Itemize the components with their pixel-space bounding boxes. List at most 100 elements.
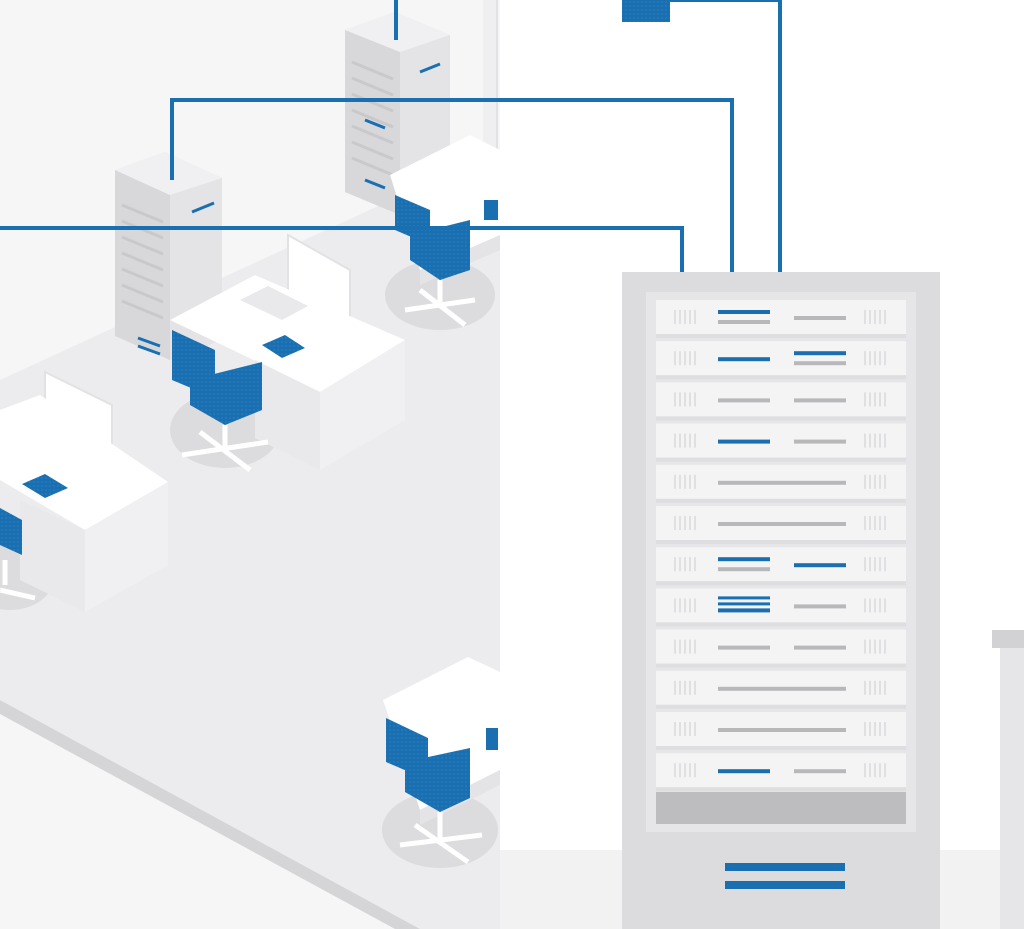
rack-unit-shadow — [656, 540, 906, 544]
rack-vent — [694, 433, 696, 448]
rack-led-bar — [794, 563, 846, 568]
rack-vent — [869, 763, 871, 778]
rack-vent — [864, 763, 866, 778]
rack-vent — [689, 639, 691, 654]
rack-vent — [674, 680, 676, 695]
rack-vent — [689, 433, 691, 448]
rack-vent — [684, 433, 686, 448]
rack-blank-panel — [656, 792, 906, 824]
rack-vent — [674, 310, 676, 324]
rack-vent — [694, 310, 696, 324]
rack-led-bar — [718, 596, 770, 600]
cable-rack-right — [670, 0, 782, 272]
rack-unit — [656, 629, 906, 664]
rack-vent — [694, 351, 696, 366]
rack-led-bar — [718, 602, 770, 606]
rack-vent — [869, 474, 871, 489]
rack-unit — [656, 382, 906, 417]
rack-vent — [689, 763, 691, 778]
workstation-3 — [0, 370, 168, 612]
rack-vent — [864, 722, 866, 736]
server-tower-vents — [121, 203, 164, 320]
rack-label-bar — [718, 320, 770, 324]
rack-vent — [879, 557, 881, 572]
rack-vent — [694, 516, 696, 530]
rack-unit-shadow — [656, 498, 906, 503]
rack-vent — [874, 392, 876, 407]
network-switch-icon — [484, 200, 498, 220]
workstation-desk-icon — [0, 395, 168, 530]
rack-vent — [679, 722, 681, 736]
rack-vent — [874, 310, 876, 324]
rack-vent — [674, 763, 676, 778]
rack-label-bar — [718, 686, 846, 691]
rack-label-bar — [794, 361, 846, 366]
rack-vent — [684, 722, 686, 736]
office-chair-icon — [386, 718, 483, 865]
rack-vent — [884, 433, 886, 448]
rack-vent — [874, 474, 876, 489]
rack-vent — [674, 557, 676, 572]
rack-vent — [879, 680, 881, 695]
rack-led-bar — [718, 769, 770, 774]
rack-vent — [869, 433, 871, 448]
rack-vent — [864, 557, 866, 572]
rack-label-bar — [718, 398, 770, 403]
rack-led-bar — [718, 357, 770, 362]
server-tower-leds — [137, 201, 215, 356]
rack-vent — [864, 433, 866, 448]
rack-unit-shadow — [656, 375, 906, 380]
rack-vent — [879, 351, 881, 366]
rack-vent — [884, 722, 886, 736]
rack-vent — [684, 639, 686, 654]
rack-vent — [684, 351, 686, 366]
rack-vent — [694, 598, 696, 613]
rack-vent — [874, 351, 876, 366]
rack-unit-shadow — [656, 581, 906, 586]
rack-label-bar — [794, 645, 846, 650]
rack-vent — [694, 557, 696, 572]
rack-vent — [864, 516, 866, 530]
rack-vent — [674, 474, 676, 489]
rack-vent — [684, 763, 686, 778]
rack-vent — [689, 680, 691, 695]
rack-label-bar — [794, 398, 846, 403]
rack-vent — [884, 639, 886, 654]
workstation-4 — [382, 657, 500, 868]
rack-vent — [884, 516, 886, 530]
desk-front — [320, 340, 405, 470]
rack-vent — [869, 351, 871, 366]
rack-vent — [689, 557, 691, 572]
server-tower-side — [115, 170, 170, 360]
rack-vent — [684, 474, 686, 489]
rack-vent — [869, 598, 871, 613]
rack-vent — [694, 392, 696, 407]
rack-vent — [879, 433, 881, 448]
office-chair-icon — [172, 330, 269, 472]
rack-vent — [694, 474, 696, 489]
rack-vent — [874, 763, 876, 778]
rack-vent — [864, 680, 866, 695]
rack-vent — [689, 598, 691, 613]
adjacent-rack-body — [1000, 648, 1024, 929]
rack-vent — [684, 392, 686, 407]
rack-vent — [864, 639, 866, 654]
rack-vent — [679, 763, 681, 778]
rack-vent — [869, 310, 871, 324]
rack-vent — [674, 392, 676, 407]
rack-vent — [674, 598, 676, 613]
rack-vent — [684, 598, 686, 613]
rack-label-bar — [794, 769, 846, 774]
desk-front — [85, 482, 168, 612]
rack-vent — [869, 680, 871, 695]
rack-vent — [679, 639, 681, 654]
workstation-desk-icon — [170, 275, 405, 392]
network-switch-icon — [22, 474, 68, 498]
rack-vent — [874, 433, 876, 448]
floor-edge — [0, 700, 420, 929]
rack-vent — [864, 351, 866, 366]
rack-vent — [879, 474, 881, 489]
rack-vent — [684, 516, 686, 530]
network-switch-icon — [262, 335, 305, 358]
